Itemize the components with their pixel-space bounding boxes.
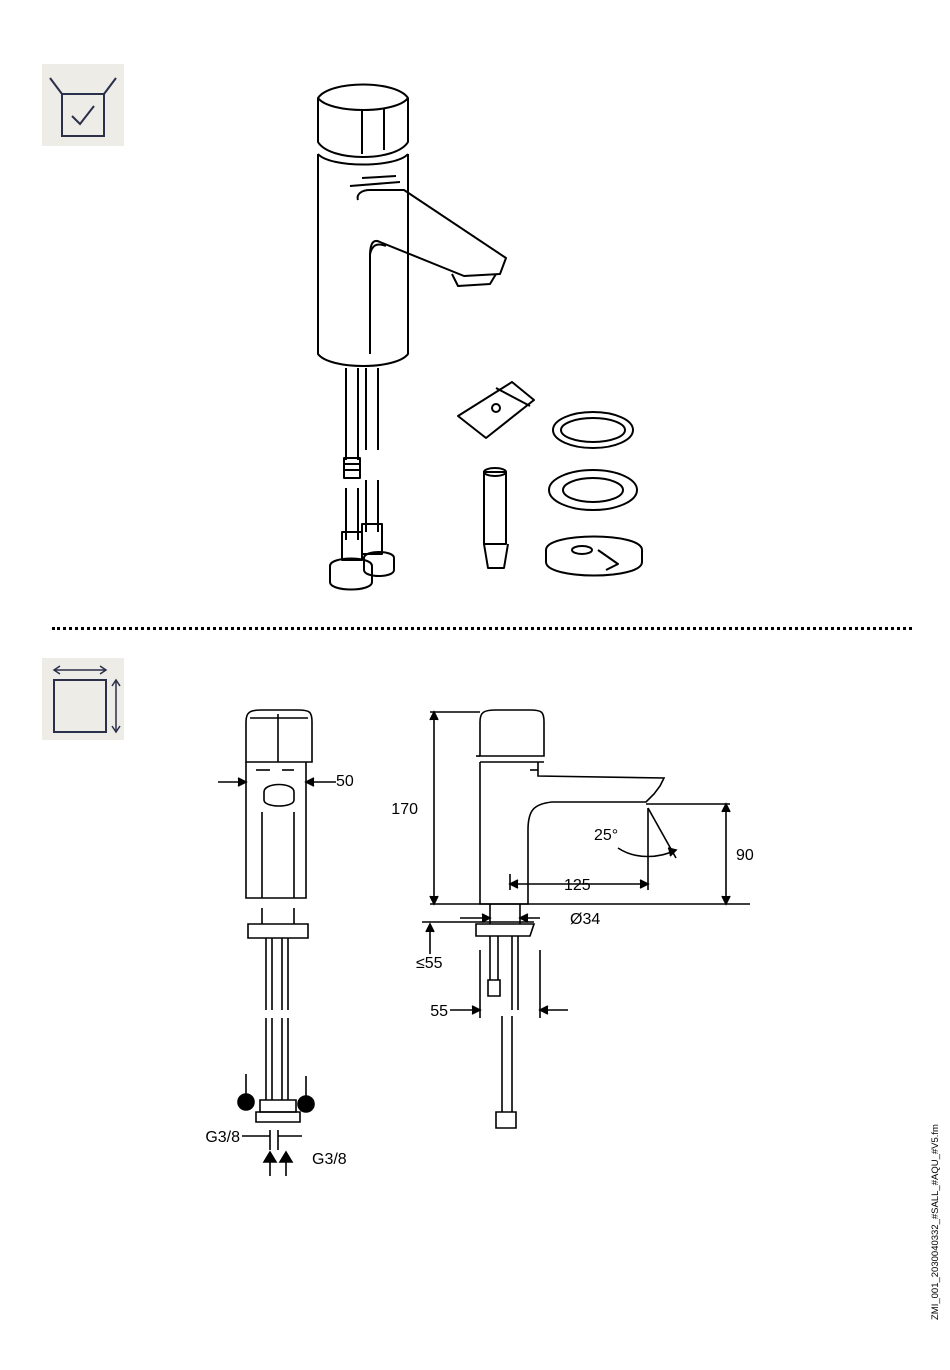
dim-base-diameter: Ø34 bbox=[570, 911, 600, 928]
file-reference-text: ZMI_001_2030040332_#SALL_#AQU_#V5.fm bbox=[930, 1124, 941, 1320]
faucet-kit-illustration bbox=[300, 70, 660, 610]
dim-height: 170 bbox=[391, 801, 418, 818]
dim-spout-height: 90 bbox=[736, 847, 754, 864]
dim-width-front: 50 bbox=[336, 773, 354, 790]
dim-connection-left: G3/8 bbox=[205, 1129, 240, 1146]
dim-spout-angle: 25° bbox=[594, 827, 618, 844]
dim-hole-offset: 55 bbox=[430, 1003, 448, 1020]
dimensions-icon bbox=[42, 658, 124, 740]
dim-spout-reach: 125 bbox=[564, 877, 591, 894]
dim-counter-thickness: ≤55 bbox=[416, 955, 443, 972]
file-reference: ZMI_001_2030040332_#SALL_#AQU_#V5.fm bbox=[928, 1040, 942, 1320]
dim-connection-right: G3/8 bbox=[312, 1151, 347, 1168]
section-separator bbox=[52, 627, 912, 630]
box-check-icon bbox=[42, 64, 124, 146]
dimension-drawing: 50 170 25° 90 125 Ø34 ≤55 55 G3/8 G3/8 bbox=[190, 700, 790, 1190]
